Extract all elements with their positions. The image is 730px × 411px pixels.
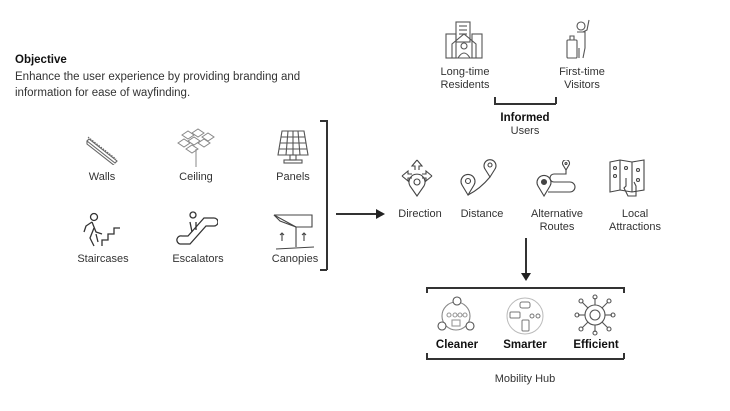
- staircases-label: Staircases: [77, 253, 129, 265]
- elements-bracket-top: [320, 120, 327, 122]
- arrow-head-down: [521, 273, 531, 281]
- informed-users-label: Informed Users: [500, 112, 550, 137]
- mobility-hub-title: Mobility Hub: [494, 373, 556, 385]
- route-icon: [536, 160, 578, 198]
- smarter-transport-icon: [505, 296, 545, 336]
- staircase-icon: [80, 212, 122, 250]
- objective-title: Objective: [15, 54, 67, 66]
- users-bracket-right: [555, 97, 557, 104]
- arrow-head-right: [376, 209, 385, 219]
- hub-bracket-bottom-right: [623, 353, 625, 359]
- panels-label: Panels: [276, 171, 310, 183]
- users-bracket: [494, 103, 556, 105]
- canopy-icon: [272, 211, 316, 251]
- arrow-to-mobility-hub: [525, 238, 527, 274]
- distance-label: Distance: [460, 208, 504, 220]
- alternative-routes-label: Alternative Routes: [531, 208, 583, 233]
- residents-label: Long-time Residents: [440, 66, 490, 91]
- distance-icon: [460, 155, 498, 197]
- ceiling-label: Ceiling: [179, 171, 213, 183]
- elements-bracket: [326, 120, 328, 270]
- smarter-label: Smarter: [503, 339, 547, 351]
- hub-bracket-bottom-left: [426, 353, 428, 359]
- efficient-label: Efficient: [573, 339, 619, 351]
- canopies-label: Canopies: [271, 253, 319, 265]
- users-bracket-left: [494, 97, 496, 104]
- map-icon: [608, 158, 646, 198]
- objective-text: Enhance the user experience by providing…: [15, 71, 301, 99]
- cleaner-cycle-icon: [436, 296, 476, 334]
- hub-bracket-top-right: [623, 287, 625, 293]
- arrow-to-information: [336, 213, 376, 215]
- residents-building-icon: [444, 20, 484, 60]
- local-attractions-label: Local Attractions: [609, 208, 661, 233]
- cleaner-label: Cleaner: [435, 339, 479, 351]
- elements-bracket-bottom: [320, 269, 327, 271]
- escalator-icon: [176, 210, 218, 248]
- visitor-luggage-icon: [563, 18, 597, 60]
- efficient-gear-icon: [574, 294, 616, 336]
- ceiling-icon: [176, 127, 216, 167]
- walls-label: Walls: [88, 171, 116, 183]
- solar-panel-icon: [276, 129, 310, 167]
- visitors-label: First-time Visitors: [559, 66, 605, 91]
- walls-icon: [84, 133, 120, 165]
- direction-label: Direction: [398, 208, 442, 220]
- hub-bracket-top-left: [426, 287, 428, 293]
- hub-bracket-bottom: [426, 358, 624, 360]
- direction-icon: [400, 158, 434, 198]
- hub-bracket-top: [426, 287, 624, 289]
- escalators-label: Escalators: [172, 253, 224, 265]
